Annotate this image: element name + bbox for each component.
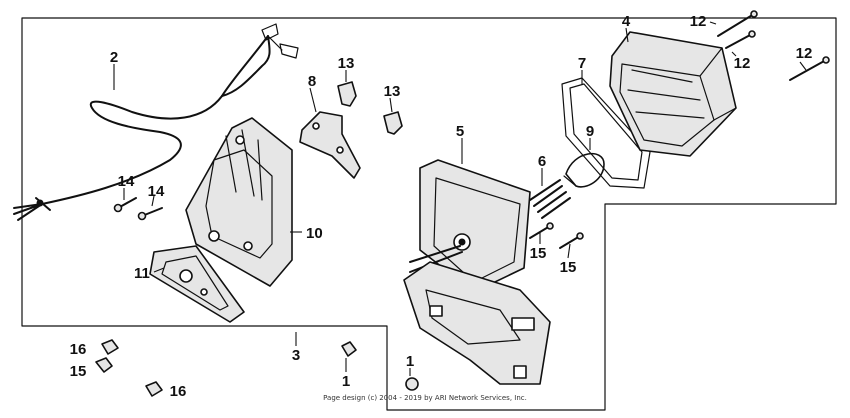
callout-2: 2 xyxy=(110,49,118,66)
mounting-bracket xyxy=(185,117,293,287)
callout-13-right: 13 xyxy=(384,83,401,100)
callout-14-right: 14 xyxy=(148,183,165,200)
small-bracket xyxy=(299,111,361,179)
callout-14-left: 14 xyxy=(118,173,135,190)
nut-16-top xyxy=(101,339,119,355)
callout-3: 3 xyxy=(292,347,300,364)
copyright-notice: Page design (c) 2004 - 2019 by ARI Netwo… xyxy=(323,394,527,402)
callout-15-right: 15 xyxy=(560,259,577,276)
bulb-socket-spring xyxy=(529,179,571,219)
callout-8: 8 xyxy=(308,73,316,90)
base-plate xyxy=(403,261,551,385)
nut-16-bottom xyxy=(145,381,163,397)
tail-light-lens xyxy=(609,31,737,157)
callout-12-right: 12 xyxy=(796,45,813,62)
grommet-right xyxy=(383,111,403,135)
nut-1-right xyxy=(405,377,419,391)
screw-12-right xyxy=(789,56,830,81)
screw-15-right xyxy=(559,232,584,249)
callout-13-left: 13 xyxy=(338,55,355,72)
callout-9: 9 xyxy=(586,123,594,140)
tail-light-housing xyxy=(409,159,531,293)
bulb xyxy=(563,152,605,188)
nut-1-left xyxy=(341,341,357,357)
callout-6: 6 xyxy=(538,153,546,170)
screw-14-left xyxy=(113,197,137,213)
screw-14-right xyxy=(137,207,163,221)
wire-harness xyxy=(13,23,299,221)
callout-15-bottom-left: 15 xyxy=(70,363,87,380)
screw-15-bottom-left xyxy=(95,357,113,373)
leader-lines xyxy=(113,21,807,376)
callout-12-middle: 12 xyxy=(734,55,751,72)
callout-11: 11 xyxy=(134,265,150,282)
callout-15-left: 15 xyxy=(530,245,547,262)
callout-16-bottom: 16 xyxy=(170,383,187,400)
callout-5: 5 xyxy=(456,123,464,140)
screw-12-middle xyxy=(725,30,756,49)
callout-1-left: 1 xyxy=(342,373,350,390)
assembly-boundary xyxy=(21,17,837,411)
callout-16-top: 16 xyxy=(70,341,87,358)
screw-12-top xyxy=(717,10,758,37)
callout-10: 10 xyxy=(306,225,323,242)
license-light-plate xyxy=(149,245,245,323)
callout-1-right: 1 xyxy=(406,353,414,370)
grommet-left xyxy=(337,81,357,107)
callout-4: 4 xyxy=(622,13,631,30)
callout-7: 7 xyxy=(578,55,586,72)
callout-12-top: 12 xyxy=(690,13,707,30)
screw-15-left xyxy=(529,222,554,239)
